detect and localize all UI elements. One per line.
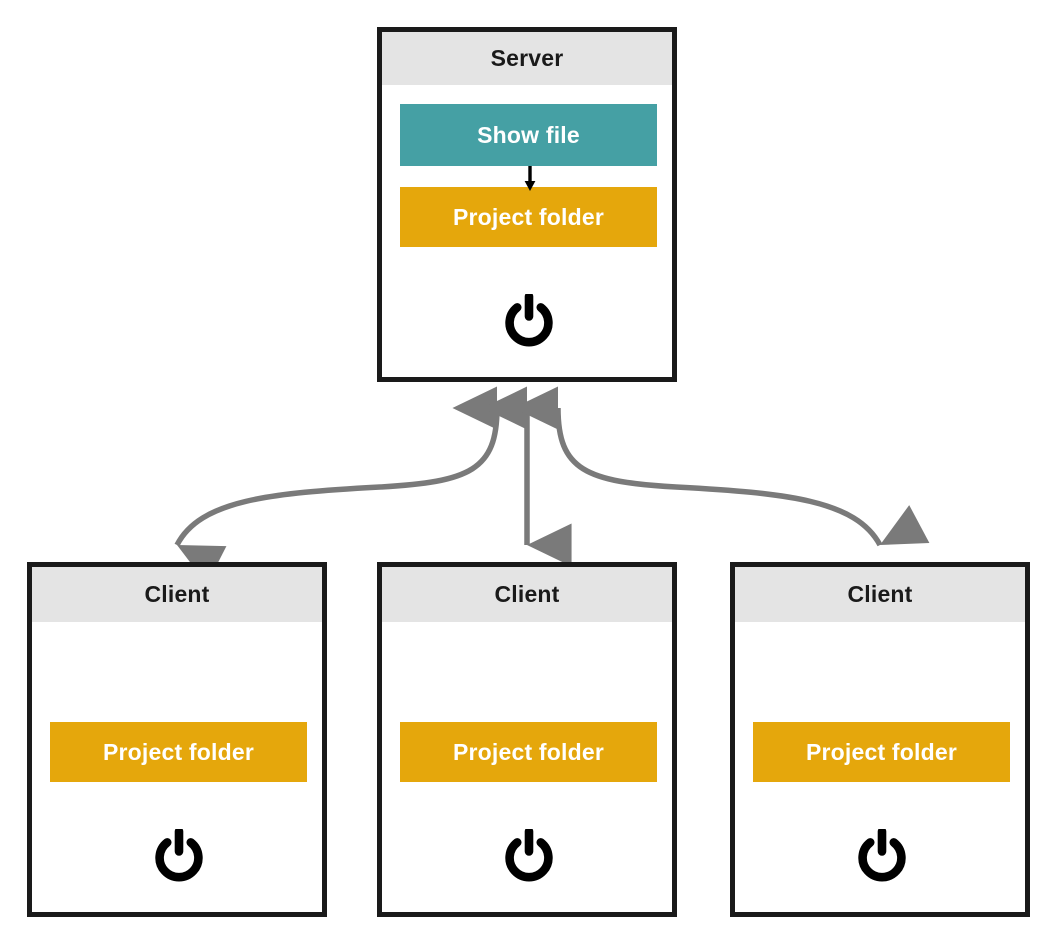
client-1-project-folder-label: Project folder	[102, 738, 255, 765]
arrow-down-icon	[524, 166, 536, 191]
server-node[interactable]: Server Show file Project folder	[377, 27, 677, 382]
client-1-project-folder-bar[interactable]: Project folder	[50, 722, 307, 782]
client-node-1[interactable]: Client Project folder	[27, 562, 327, 917]
power-icon[interactable]	[505, 294, 553, 348]
server-header-label: Server	[490, 45, 564, 71]
power-icon[interactable]	[858, 829, 906, 883]
client-node-3[interactable]: Client Project folder	[730, 562, 1030, 917]
client-node-2[interactable]: Client Project folder	[377, 562, 677, 917]
client-2-header-label: Client	[494, 581, 560, 607]
client-1-header: Client	[32, 567, 322, 622]
client-2-project-folder-label: Project folder	[452, 738, 605, 765]
client-3-header: Client	[735, 567, 1025, 622]
connector-server-client-left	[174, 386, 500, 585]
connector-server-client-right	[513, 386, 930, 547]
client-1-header-label: Client	[144, 581, 210, 607]
client-3-project-folder-label: Project folder	[805, 738, 958, 765]
client-3-project-folder-bar[interactable]: Project folder	[753, 722, 1010, 782]
server-header: Server	[382, 32, 672, 85]
client-2-project-folder-bar[interactable]: Project folder	[400, 722, 657, 782]
power-icon[interactable]	[505, 829, 553, 883]
server-show-file-bar[interactable]: Show file	[400, 104, 657, 166]
server-project-folder-bar[interactable]: Project folder	[400, 187, 657, 247]
client-2-header: Client	[382, 567, 672, 622]
server-show-file-label: Show file	[477, 121, 580, 148]
power-icon[interactable]	[155, 829, 203, 883]
client-3-header-label: Client	[847, 581, 913, 607]
server-project-folder-label: Project folder	[452, 203, 605, 230]
